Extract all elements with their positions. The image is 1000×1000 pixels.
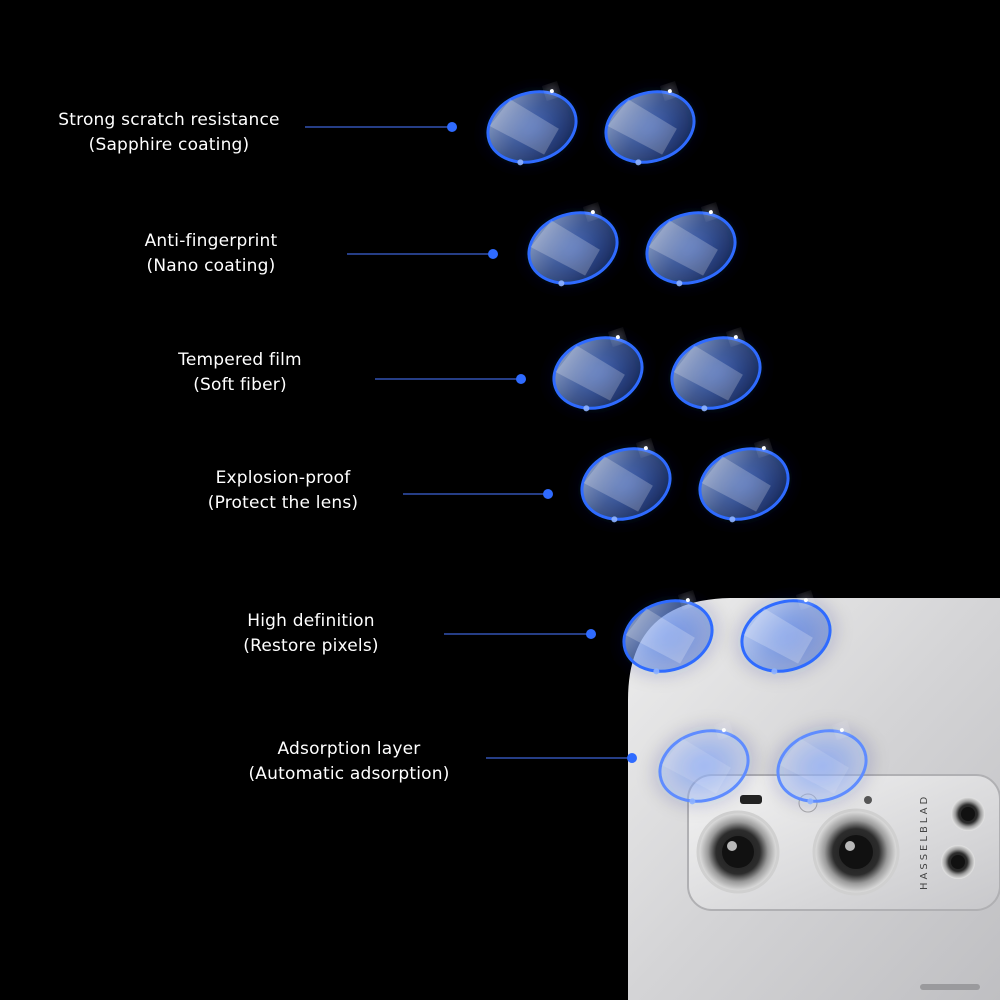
leader-dot: [488, 249, 498, 259]
leader-dot: [627, 753, 637, 763]
lens-protector: [471, 77, 593, 177]
main-camera-lens-inner: [722, 836, 754, 868]
phone-edge-detail: [920, 984, 980, 990]
leader-dot: [447, 122, 457, 132]
feature-subtitle: (Soft fiber): [193, 375, 287, 395]
lens-protector: [643, 716, 765, 816]
lens-protector: [630, 198, 752, 298]
feature-title: Explosion-proof: [215, 468, 351, 488]
leader-lines: [305, 122, 637, 763]
feature-title: Anti-fingerprint: [144, 231, 278, 251]
leader-dot: [586, 629, 596, 639]
feature-title: Adsorption layer: [277, 739, 421, 759]
lens-protector: [565, 434, 687, 534]
lens-protector: [725, 586, 847, 686]
feature-title: Strong scratch resistance: [58, 110, 280, 130]
feature-label-fingerprint: Anti-fingerprint (Nano coating): [145, 229, 278, 279]
feature-subtitle: (Nano coating): [146, 256, 276, 276]
lens-protector: [761, 716, 883, 816]
lens-protector: [607, 586, 729, 686]
feature-label-hd: High definition (Restore pixels): [243, 609, 378, 659]
feature-title: High definition: [247, 611, 375, 631]
sensor-dot: [864, 796, 872, 804]
feature-subtitle: (Protect the lens): [207, 493, 359, 513]
lens-protector: [655, 323, 777, 423]
ultrawide-camera-lens-inner: [839, 835, 873, 869]
feature-label-adsorption: Adsorption layer (Automatic adsorption): [248, 737, 449, 787]
feature-title: Tempered film: [178, 350, 302, 370]
lens-protectors: [471, 77, 883, 816]
feature-subtitle: (Automatic adsorption): [248, 764, 450, 784]
feature-subtitle: (Restore pixels): [243, 636, 379, 656]
phone-brand-label: HASSELBLAD: [919, 794, 930, 890]
lens-protector: [683, 434, 805, 534]
lens-protector: [537, 323, 659, 423]
feature-label-explosion: Explosion-proof (Protect the lens): [208, 466, 359, 516]
lens-protector: [512, 198, 634, 298]
flash-sensor: [740, 795, 762, 804]
feature-label-scratch: Strong scratch resistance (Sapphire coat…: [58, 108, 279, 158]
leader-dot: [516, 374, 526, 384]
leader-dot: [543, 489, 553, 499]
lens-protector: [589, 77, 711, 177]
feature-label-tempered: Tempered film (Soft fiber): [178, 348, 302, 398]
feature-subtitle: (Sapphire coating): [88, 135, 250, 155]
